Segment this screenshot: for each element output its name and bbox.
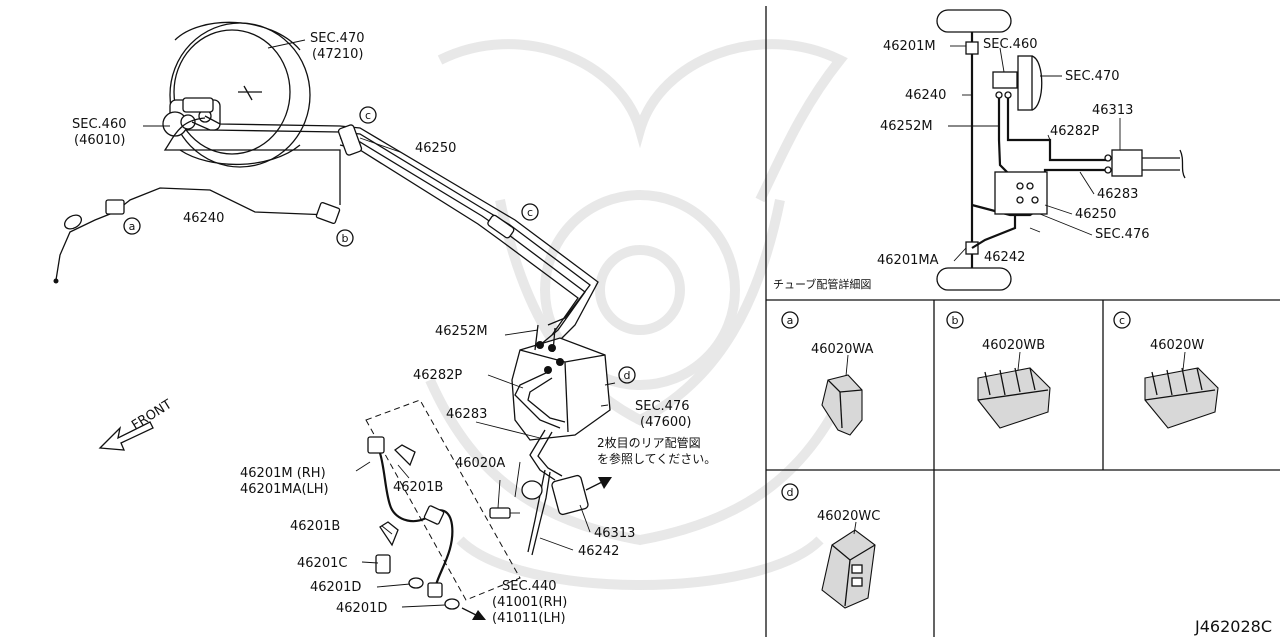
label-46020A: 46020A xyxy=(455,456,505,471)
label-46201D-a: 46201D xyxy=(310,580,361,595)
label-46201MA-lh: 46201MA(LH) xyxy=(240,482,329,497)
schem-label-46283: 46283 xyxy=(1097,187,1138,202)
front-arrow xyxy=(98,421,154,451)
schem-label-46201M: 46201M xyxy=(883,39,936,54)
detail-d-tag: d xyxy=(787,486,794,499)
detail-c-tag: c xyxy=(1119,314,1125,327)
label-46242: 46242 xyxy=(578,544,619,559)
label-sec470: SEC.470 xyxy=(310,31,365,46)
callout-c-1: c xyxy=(365,109,371,122)
label-46201C: 46201C xyxy=(297,556,347,571)
label-sec460-ref: (46010) xyxy=(74,133,126,148)
panel-frame xyxy=(765,6,1280,637)
rear-note-line-2: を参照してください。 xyxy=(597,451,716,466)
detail-c-clip xyxy=(1113,311,1219,429)
schem-label-sec460: SEC.460 xyxy=(983,37,1038,52)
label-46201D-b: 46201D xyxy=(336,601,387,616)
connector-46313-illustration xyxy=(521,474,612,516)
label-46201M-rh: 46201M (RH) xyxy=(240,466,326,481)
tube-schematic xyxy=(936,9,1186,291)
schem-label-sec470: SEC.470 xyxy=(1065,69,1120,84)
schematic-leaders xyxy=(948,45,1121,262)
tube-46240 xyxy=(53,117,341,284)
schem-label-sec476: SEC.476 xyxy=(1095,227,1150,242)
detail-d-part: 46020WC xyxy=(817,509,880,524)
label-sec476: SEC.476 xyxy=(635,399,690,414)
schematic-title: チューブ配管詳細図 xyxy=(773,277,871,291)
label-sec440-lh: (41011(LH) xyxy=(492,611,566,626)
detail-b-part: 46020WB xyxy=(982,338,1045,353)
abs-actuator-illustration xyxy=(511,324,611,441)
schem-label-46240: 46240 xyxy=(905,88,946,103)
schem-label-46201MA: 46201MA xyxy=(877,253,939,268)
label-sec440: SEC.440 xyxy=(502,579,557,594)
brake-booster-illustration xyxy=(169,21,311,168)
label-46252M: 46252M xyxy=(435,324,488,339)
detail-a-tag: a xyxy=(787,314,794,327)
label-sec476-ref: (47600) xyxy=(640,415,692,430)
callout-c-2: c xyxy=(527,206,533,219)
detail-b-clip xyxy=(946,311,1051,429)
label-46201B-a: 46201B xyxy=(393,480,443,495)
front-hose-assembly xyxy=(365,399,521,620)
callout-a: a xyxy=(129,220,136,233)
callout-b: b xyxy=(342,232,349,245)
schem-label-46313: 46313 xyxy=(1092,103,1133,118)
label-sec470-ref: (47210) xyxy=(312,47,364,62)
rear-note-line-1: 2枚目のリア配管図 xyxy=(597,435,701,450)
label-46313: 46313 xyxy=(594,526,635,541)
detail-c-part: 46020W xyxy=(1150,338,1204,353)
label-46282P: 46282P xyxy=(413,368,462,383)
label-sec440-rh: (41001(RH) xyxy=(492,595,567,610)
detail-b-tag: b xyxy=(952,314,959,327)
detail-a-clip xyxy=(781,311,863,436)
detail-a-part: 46020WA xyxy=(811,342,873,357)
callout-d: d xyxy=(624,369,631,382)
schem-label-46282P: 46282P xyxy=(1050,124,1099,139)
tubes-lower xyxy=(514,371,566,556)
label-46240: 46240 xyxy=(183,211,224,226)
brake-tubes-main xyxy=(191,115,599,346)
master-cylinder-illustration xyxy=(162,97,221,137)
schem-label-46252M: 46252M xyxy=(880,119,933,134)
callouts-main xyxy=(123,106,636,384)
detail-d-clip xyxy=(781,483,876,609)
label-sec460: SEC.460 xyxy=(72,117,127,132)
label-46201B-b: 46201B xyxy=(290,519,340,534)
schem-label-46250: 46250 xyxy=(1075,207,1116,222)
leader-lines-main xyxy=(143,39,616,608)
bolt-46020A xyxy=(489,479,520,519)
label-46283: 46283 xyxy=(446,407,487,422)
diagram-id: J462028C xyxy=(1194,617,1272,636)
label-46250: 46250 xyxy=(415,141,456,156)
schem-label-46242: 46242 xyxy=(984,250,1025,265)
watermark xyxy=(425,39,855,590)
